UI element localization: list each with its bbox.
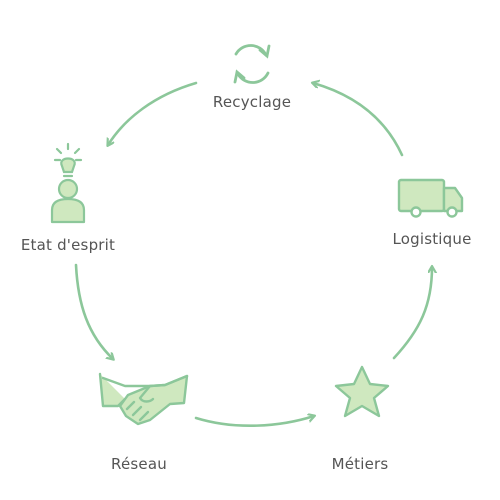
handshake-icon: [98, 372, 189, 426]
recycle-icon: [233, 44, 271, 84]
arrow-logistique-to-recyclage: [313, 83, 404, 157]
arrow-recyclage-to-etat: [108, 81, 198, 145]
node-label-etat-d-esprit: Etat d'esprit: [20, 236, 116, 254]
node-label-reseau: Réseau: [111, 455, 167, 473]
arrow-reseau-to-metiers: [194, 416, 314, 427]
arrow-etat-to-reseau: [74, 263, 113, 359]
arrow-metiers-to-logistique: [392, 267, 432, 360]
node-label-logistique: Logistique: [392, 230, 472, 248]
person-idea-icon: [50, 142, 86, 224]
star-icon: [334, 365, 390, 418]
truck-icon: [397, 178, 464, 218]
node-label-metiers: Métiers: [331, 455, 389, 473]
node-label-recyclage: Recyclage: [212, 93, 292, 111]
